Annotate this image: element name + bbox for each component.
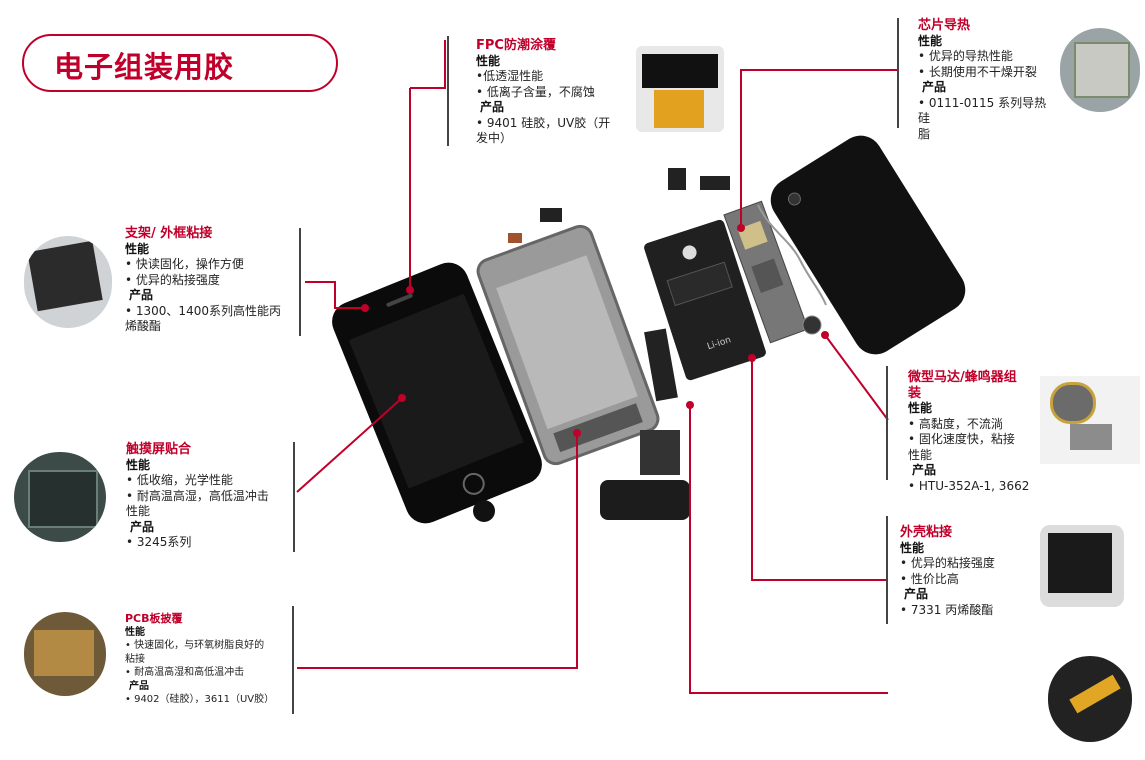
touch-heading: 触摸屏贴合 <box>126 442 192 457</box>
pcb-bar <box>292 606 294 714</box>
motor-heading-2: 装 <box>908 385 922 401</box>
bracket-prod-1: • 1300、1400系列高性能丙 <box>125 303 281 318</box>
fpc-perf-label: 性能 <box>476 53 501 68</box>
home-button-part <box>473 500 495 522</box>
callout-shell: 外壳粘接 性能 • 优异的粘接强度 • 性价比高 产品 • 7331 丙烯酸酯 <box>900 525 1035 618</box>
shell-thumbnail <box>1040 525 1124 607</box>
pcb-thumbnail <box>24 612 106 696</box>
touch-thumbnail <box>14 452 106 542</box>
connector-part <box>508 233 522 243</box>
speaker-part <box>600 480 690 520</box>
fpc-perf-2: • 低离子含量，不腐蚀 <box>476 84 595 99</box>
bracket-prod-label: 产品 <box>129 288 154 302</box>
callout-bracket: 支架/ 外框粘接 性能 • 快读固化，操作方便 • 优异的粘接强度 产品 • 1… <box>125 226 293 335</box>
pcb-perf-3: • 耐高温高湿和高低温冲击 <box>125 667 245 678</box>
fpc-prod-1: • 9401 硅胶，UV胶（开 <box>476 115 611 130</box>
chip-line <box>740 69 897 228</box>
motor-perf-label: 性能 <box>908 401 933 415</box>
dock-part <box>640 430 680 475</box>
top-flex2-part <box>700 176 730 190</box>
pcb-perf-label: 性能 <box>125 626 145 638</box>
pcb-heading: PCB板披覆 <box>125 612 183 625</box>
back-cover <box>770 135 966 355</box>
vibrator-part <box>802 315 822 335</box>
touch-line <box>296 397 403 493</box>
shell-prod-1: • 7331 丙烯酸酯 <box>900 602 994 617</box>
callout-fpc: FPC防潮涂覆 性能 •低透湿性能 • 低离子含量，不腐蚀 产品 • 9401 … <box>476 38 626 147</box>
lower-line <box>689 405 888 694</box>
chip-prod-1: • 0111-0115 系列导热硅 <box>918 95 1047 126</box>
pcb-line <box>297 433 578 669</box>
lower-thumbnail <box>1048 656 1132 742</box>
chip-prod-2: 脂 <box>918 126 931 141</box>
touch-prod-1: • 3245系列 <box>126 535 192 549</box>
top-flex-part <box>668 168 686 190</box>
touch-prod-label: 产品 <box>130 519 155 534</box>
chip-perf-label: 性能 <box>918 33 943 48</box>
antenna-part <box>757 204 827 306</box>
shell-prod-label: 产品 <box>904 587 929 601</box>
bracket-line <box>305 281 365 309</box>
touch-perf-1: • 低收缩，光学性能 <box>126 473 233 487</box>
callout-pcb: PCB板披覆 性能 • 快速固化，与环氧树脂良好的 粘接 • 耐高温高湿和高低温… <box>125 612 290 707</box>
shell-perf-1: • 优异的粘接强度 <box>900 556 995 570</box>
fpc-line <box>410 40 446 89</box>
callout-touch: 触摸屏贴合 性能 • 低收缩，光学性能 • 耐高温高湿，高低温冲击 性能 产品 … <box>126 442 288 551</box>
bracket-perf-label: 性能 <box>125 241 150 256</box>
mid-frame <box>476 224 660 466</box>
motor-perf-2: • 固化速度快，粘接 <box>908 432 1015 446</box>
pcb-perf-1: • 快速固化，与环氧树脂良好的 <box>125 640 265 651</box>
fpc-thumbnail <box>636 46 724 132</box>
fpc-heading: FPC防潮涂覆 <box>476 38 556 53</box>
shell-line <box>751 358 888 581</box>
bracket-perf-2: • 优异的粘接强度 <box>125 272 220 287</box>
flex-cable-part <box>644 328 678 402</box>
chip-prod-label: 产品 <box>922 80 947 94</box>
fpc-perf-1: •低透湿性能 <box>476 69 544 83</box>
motor-thumbnail <box>1040 376 1140 464</box>
bracket-thumbnail <box>24 236 112 328</box>
chip-heading: 芯片导热 <box>918 18 971 33</box>
bracket-bar <box>299 228 301 336</box>
touch-bar <box>293 442 295 552</box>
camera-part <box>540 208 562 222</box>
battery: Li-ion <box>644 219 766 381</box>
chip-thumbnail <box>1060 28 1140 112</box>
pcb-prod-1: • 9402（硅胶），3611（UV胶） <box>125 694 275 705</box>
chip-perf-1: • 优异的导热性能 <box>918 49 1013 63</box>
fpc-prod-2: 发中） <box>476 131 513 145</box>
bracket-perf-1: • 快读固化，操作方便 <box>125 257 244 271</box>
touch-perf-label: 性能 <box>126 457 151 472</box>
motor-prod-label: 产品 <box>912 463 937 477</box>
shell-bar <box>886 516 888 624</box>
callout-chip: 芯片导热 性能 • 优异的导热性能 • 长期使用不干燥开裂 产品 • 0111-… <box>918 18 1058 142</box>
bracket-prod-2: 烯酸酯 <box>125 319 162 333</box>
bracket-heading: 支架/ 外框粘接 <box>125 226 213 241</box>
title-pill: 电子组装用胶 <box>22 34 338 92</box>
motor-perf-3: 性能 <box>908 447 933 462</box>
motor-bar <box>886 366 888 480</box>
pcb-prod-label: 产品 <box>129 680 149 692</box>
motor-line <box>824 334 889 421</box>
shell-heading: 外壳粘接 <box>900 525 953 540</box>
callout-motor: 微型马达/蜂鸣器组 装 性能 • 高黏度，不流淌 • 固化速度快，粘接 性能 产… <box>908 370 1038 494</box>
shell-perf-2: • 性价比高 <box>900 571 959 586</box>
logic-board <box>723 200 809 344</box>
motor-perf-1: • 高黏度，不流淌 <box>908 416 1003 431</box>
touch-perf-3: 性能 <box>126 504 151 518</box>
touch-perf-2: • 耐高温高湿，高低温冲击 <box>126 488 269 503</box>
front-screen <box>332 262 542 524</box>
shell-perf-label: 性能 <box>900 540 925 555</box>
chip-bar <box>897 18 899 128</box>
page-title: 电子组装用胶 <box>54 50 235 84</box>
pcb-perf-2: 粘接 <box>125 653 145 665</box>
fpc-bar <box>447 36 449 146</box>
motor-heading: 微型马达/蜂鸣器组 <box>908 370 1017 385</box>
fpc-prod-label: 产品 <box>480 100 505 114</box>
chip-perf-2: • 长期使用不干燥开裂 <box>918 64 1037 79</box>
motor-prod-1: • HTU-352A-1, 3662 <box>908 478 1030 493</box>
